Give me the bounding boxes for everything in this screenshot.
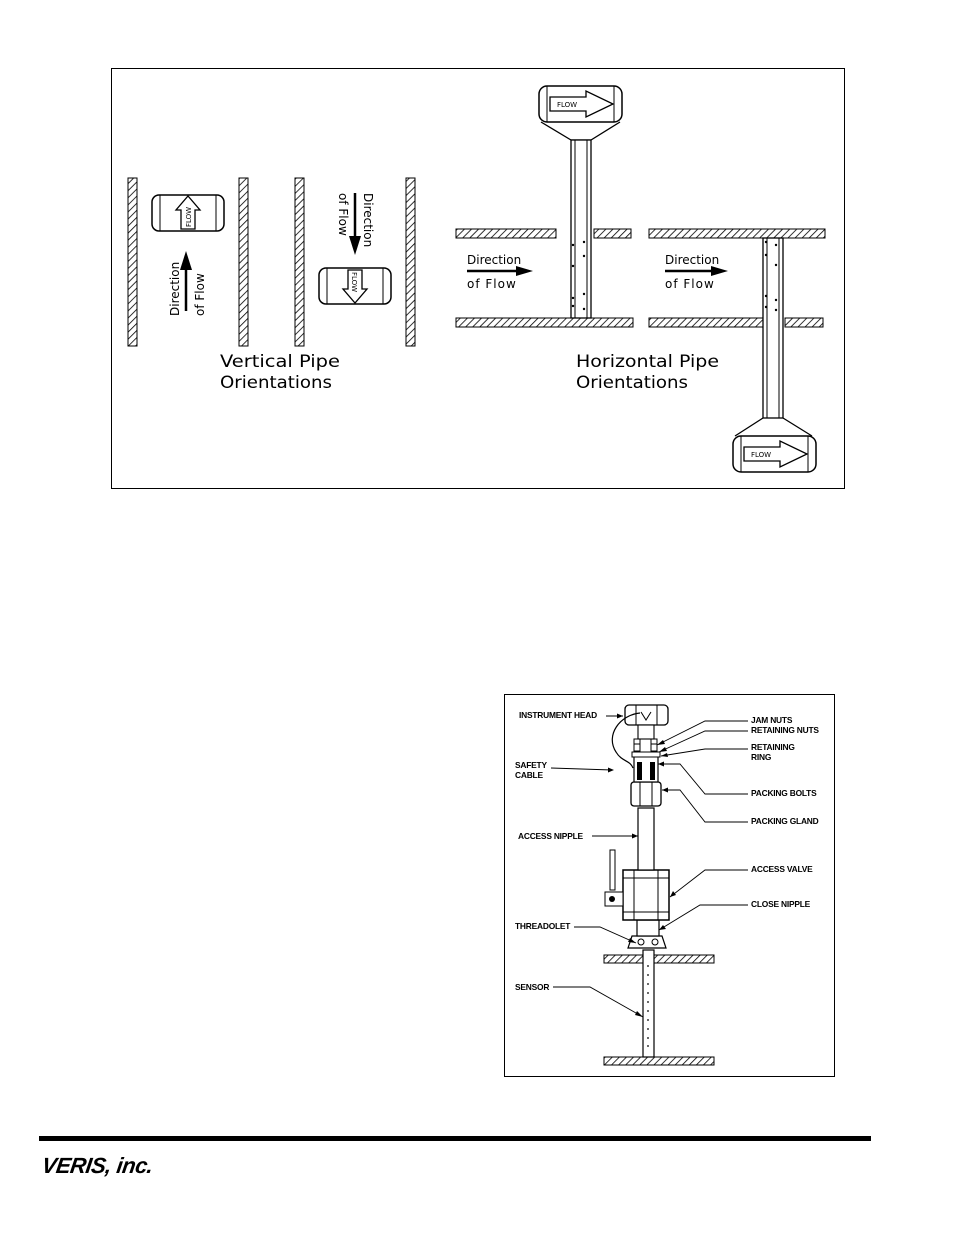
packing-bolts bbox=[633, 755, 659, 783]
label-access-valve: ACCESS VALVE bbox=[751, 864, 813, 874]
figure-installation-frame bbox=[504, 694, 835, 1077]
flow-label-top-probe: FLOW bbox=[557, 101, 577, 109]
leader-lines bbox=[550, 715, 748, 1018]
leader-arrowheads bbox=[608, 713, 676, 1017]
instrument-head bbox=[624, 704, 669, 740]
probe-bottom-insertion: FLOW bbox=[732, 237, 817, 473]
access-nipple bbox=[637, 807, 655, 871]
access-valve bbox=[604, 849, 670, 921]
horizontal-pipe-1-top-left-wall bbox=[455, 228, 557, 239]
vertical-caption-line-2: Orientations bbox=[220, 373, 332, 393]
label-packing-gland: PACKING GLAND bbox=[751, 816, 819, 826]
label-retaining-ring-2: RING bbox=[751, 752, 771, 762]
figure-installation-assembly: INSTRUMENT HEAD JAM NUTS RETAINING NUTS … bbox=[515, 704, 820, 1066]
direction-label-right-2a: Direction bbox=[665, 253, 719, 267]
horizontal-pipe-1-bottom-wall bbox=[455, 317, 634, 328]
direction-label-right-1a: Direction bbox=[467, 253, 521, 267]
vertical-pipe-1-left-wall bbox=[127, 177, 138, 347]
direction-label-up-2: of Flow bbox=[193, 273, 207, 316]
label-safety-cable-1: SAFETY bbox=[515, 760, 547, 770]
direction-label-right-2b: of Flow bbox=[665, 277, 715, 291]
direction-label-down-2: of Flow bbox=[336, 193, 350, 236]
label-safety-cable-2: CABLE bbox=[515, 770, 543, 780]
pipe-top-wall bbox=[603, 954, 715, 964]
flow-arrow-up-icon bbox=[174, 195, 202, 230]
pipe-bottom-wall bbox=[603, 1056, 715, 1066]
direction-label-right-1b: of Flow bbox=[467, 277, 517, 291]
label-sensor: SENSOR bbox=[515, 982, 549, 992]
retaining-ring bbox=[631, 751, 661, 758]
flow-arrow-right-bottom-icon bbox=[743, 439, 809, 469]
label-packing-bolts: PACKING BOLTS bbox=[751, 788, 817, 798]
flow-label-down: FLOW bbox=[350, 272, 358, 292]
vertical-pipe-2-right-wall bbox=[405, 177, 416, 347]
figure-pipe-orientations-frame bbox=[111, 68, 845, 489]
label-threadolet: THREADOLET bbox=[515, 921, 571, 931]
vertical-pipe-2-left-wall bbox=[294, 177, 305, 347]
horizontal-pipe-2-top-wall bbox=[648, 228, 826, 239]
direction-arrow-down: Direction of Flow bbox=[336, 193, 375, 255]
footer-rule bbox=[39, 1136, 871, 1141]
sensor-head-up: FLOW bbox=[151, 194, 225, 232]
brand-logo: VERIS, inc. bbox=[40, 1153, 155, 1178]
label-jam-nuts: JAM NUTS bbox=[751, 715, 793, 725]
direction-label-up-1: Direction bbox=[168, 262, 182, 316]
direction-arrow-right-2: Direction of Flow bbox=[665, 253, 728, 291]
sensor-head-down: FLOW bbox=[318, 267, 392, 305]
vertical-caption-line-1: Vertical Pipe bbox=[220, 352, 340, 372]
label-close-nipple: CLOSE NIPPLE bbox=[751, 899, 811, 909]
horizontal-pipe-1-top-right-wall bbox=[593, 228, 632, 239]
horizontal-pipe-2-bottom-right-wall bbox=[784, 317, 824, 328]
flow-label-bottom-probe: FLOW bbox=[751, 451, 771, 459]
flow-arrow-right-icon bbox=[549, 89, 615, 119]
vertical-pipe-1-right-wall bbox=[238, 177, 249, 347]
direction-label-down-1: Direction bbox=[361, 193, 375, 247]
flow-label-up: FLOW bbox=[185, 207, 193, 227]
sensor-tube bbox=[642, 949, 655, 1058]
probe-top-insertion: FLOW bbox=[538, 85, 623, 319]
horizontal-caption-line-2: Orientations bbox=[576, 373, 688, 393]
label-access-nipple: ACCESS NIPPLE bbox=[518, 831, 583, 841]
direction-arrow-up: Direction of Flow bbox=[168, 251, 207, 316]
safety-cable bbox=[611, 712, 641, 769]
label-retaining-ring-1: RETAINING bbox=[751, 742, 795, 752]
flow-arrow-down-icon bbox=[341, 269, 369, 304]
label-retaining-nuts: RETAINING NUTS bbox=[751, 725, 819, 735]
direction-arrow-right-1: Direction of Flow bbox=[467, 253, 533, 291]
label-instrument-head: INSTRUMENT HEAD bbox=[519, 710, 597, 720]
figure-pipe-orientations: FLOW Direction of Flow Direction of Flow… bbox=[127, 85, 826, 473]
horizontal-caption-line-1: Horizontal Pipe bbox=[576, 352, 719, 372]
